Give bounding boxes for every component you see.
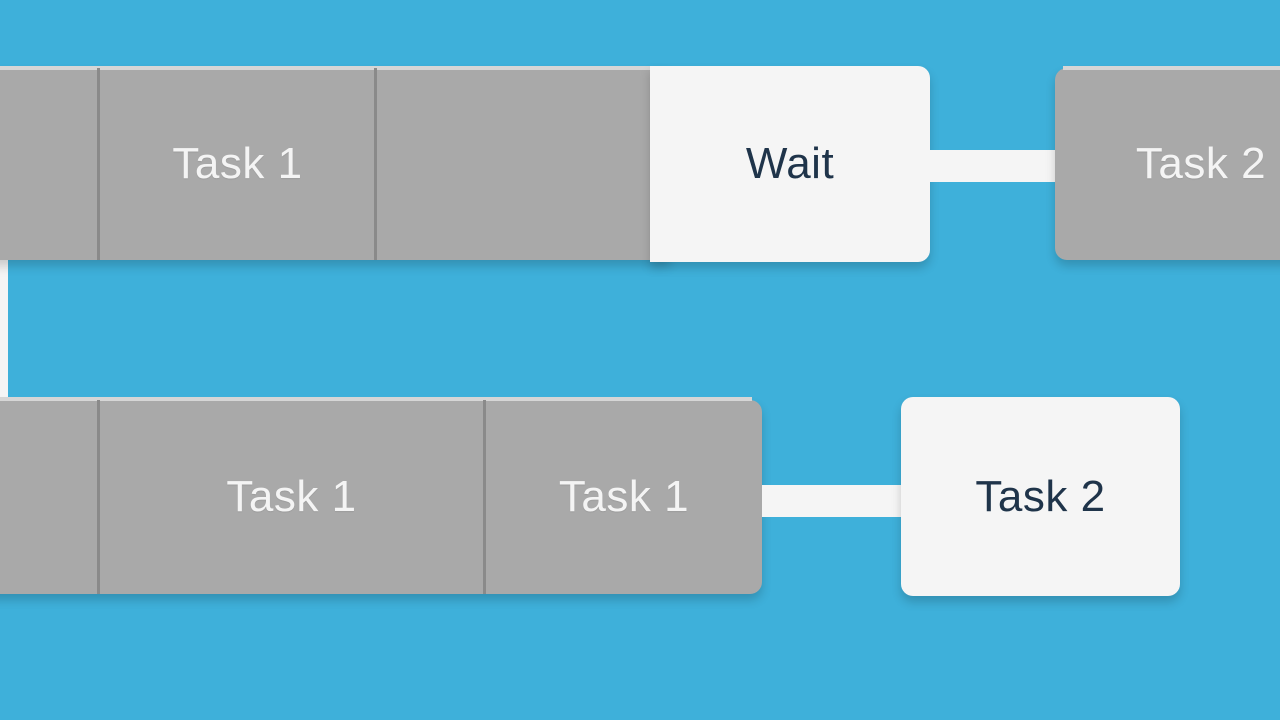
row2-bar-top-edge [0, 397, 752, 401]
row2-divider-2 [483, 400, 486, 594]
row2-divider-1 [97, 400, 100, 594]
row1-bar-top-edge [0, 66, 650, 70]
row2-task1a-label: Task 1 [226, 472, 357, 521]
row1-wait-block: Wait [650, 66, 930, 262]
row1-task1-label: Task 1 [172, 139, 303, 188]
row2-task1b-block: Task 1 [486, 400, 762, 594]
row1-divider-1 [97, 68, 100, 260]
row2-task1a-block: Task 1 [100, 400, 483, 594]
row1-divider-2 [374, 68, 377, 260]
row2-task1-task2-connector [762, 485, 904, 517]
row1-task2-top-edge [1063, 66, 1280, 70]
row1-wait-label: Wait [745, 139, 835, 188]
row-link-connector [0, 255, 8, 405]
row2-task2-label: Task 2 [975, 471, 1106, 521]
row1-task1-block: Task 1 [100, 68, 375, 260]
row2-task1b-label: Task 1 [558, 472, 690, 521]
row1-task2-label: Task 2 [1135, 139, 1267, 188]
row1-wait-task2-connector [930, 150, 1058, 182]
row1-running-bar [0, 68, 670, 260]
row1-task2-block: Task 2 [1055, 68, 1280, 260]
row2-running-bar [0, 400, 762, 594]
row2-task2-block: Task 2 [901, 397, 1180, 596]
